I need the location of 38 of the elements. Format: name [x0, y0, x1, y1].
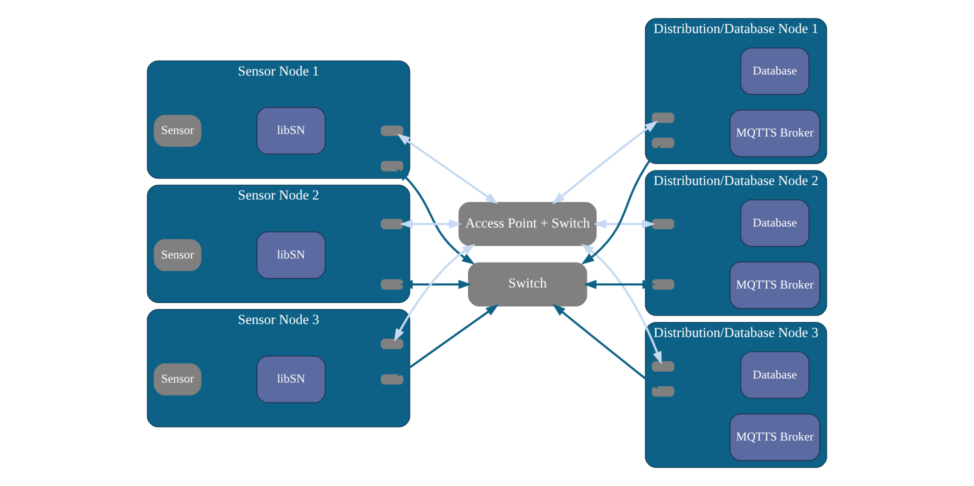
- arrow: [400, 219, 462, 229]
- node-box: [380, 161, 404, 172]
- node-box: MQTTS Broker: [730, 262, 820, 310]
- arrow: [583, 280, 656, 289]
- node-box: Sensor: [154, 363, 202, 396]
- arrow: [580, 244, 662, 365]
- node-box: [652, 279, 674, 290]
- arrow: [552, 120, 658, 204]
- node-box: Sensor: [154, 239, 202, 272]
- arrow: [394, 244, 476, 342]
- node-box: Database: [740, 48, 810, 95]
- node-box: Database: [740, 199, 810, 247]
- node-box: MQTTS Broker: [730, 110, 820, 158]
- arrow: [581, 145, 660, 265]
- arrow: [552, 304, 659, 389]
- arrow: [593, 219, 656, 229]
- node-box: Switch: [468, 262, 588, 306]
- arrow: [400, 280, 472, 289]
- node-box: libSN: [256, 356, 326, 404]
- node-box: MQTTS Broker: [730, 413, 820, 461]
- node-box: [380, 374, 404, 385]
- node-box: [652, 138, 674, 148]
- node-box: [380, 279, 404, 290]
- node-box: [652, 361, 674, 372]
- node-box: [652, 112, 674, 124]
- node-box: [652, 218, 674, 230]
- node-box: Access Point + Switch: [458, 202, 597, 246]
- node-box: Database: [740, 351, 810, 399]
- node-box: libSN: [256, 231, 326, 279]
- node-box: [652, 386, 674, 397]
- node-box: [380, 126, 404, 136]
- node-box: [380, 338, 404, 350]
- arrow: [396, 168, 475, 265]
- node-box: Sensor: [154, 114, 202, 147]
- arrow: [397, 304, 499, 376]
- node-box: libSN: [256, 107, 326, 155]
- arrow: [397, 134, 498, 204]
- node-box: [380, 218, 404, 230]
